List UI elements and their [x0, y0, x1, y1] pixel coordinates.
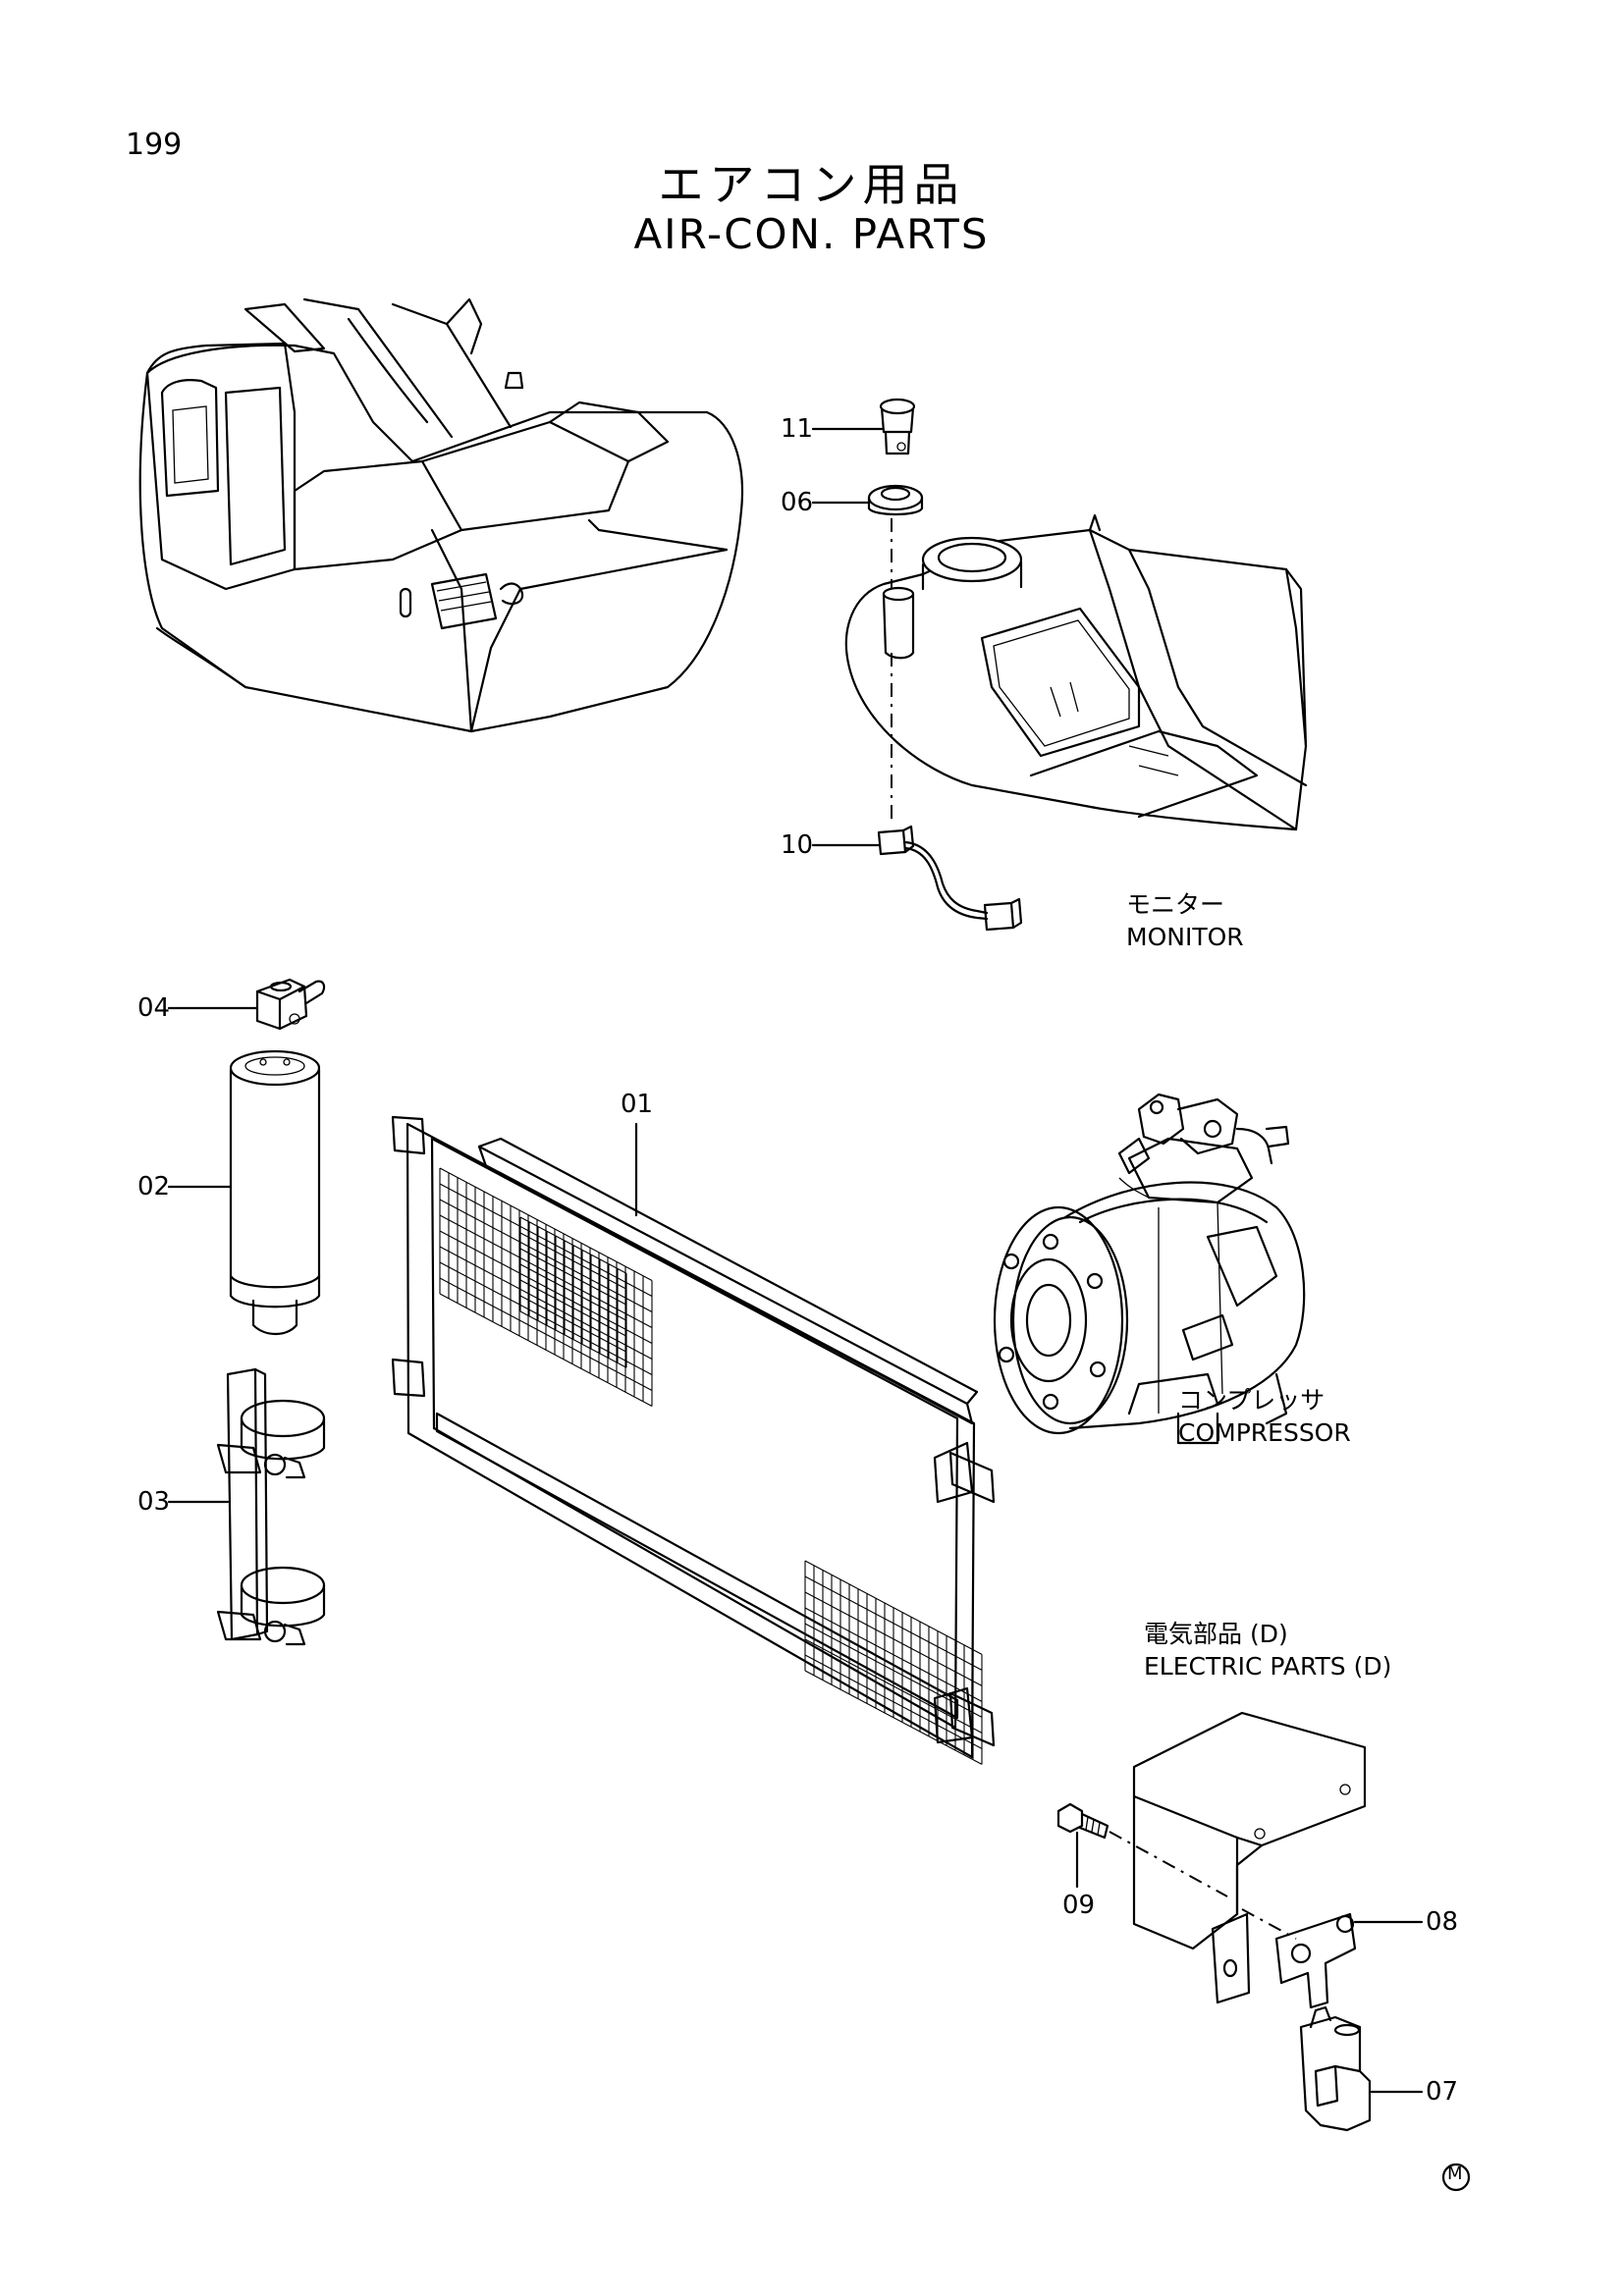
- callout-10: 10: [781, 830, 814, 860]
- electric-parts-label-japanese: 電気部品 (D): [1144, 1620, 1288, 1648]
- m-mark: M: [1447, 2163, 1463, 2184]
- monitor-label-english: MONITOR: [1126, 923, 1244, 951]
- condenser-mesh-bottom: [804, 1560, 983, 1765]
- excavator-illustration: [138, 297, 743, 733]
- monitor-illustration: [844, 398, 1308, 932]
- leader-lines: [167, 427, 1424, 2094]
- callout-06: 06: [781, 488, 814, 517]
- callout-03: 03: [137, 1487, 171, 1517]
- page-number: 199: [126, 128, 183, 162]
- m-mark-circle: [1441, 2163, 1471, 2192]
- electric-parts-label-english: ELECTRIC PARTS (D): [1144, 1652, 1392, 1681]
- compressor-label-english: COMPRESSOR: [1178, 1418, 1351, 1447]
- callout-04: 04: [137, 993, 171, 1023]
- callout-02: 02: [137, 1172, 171, 1201]
- receiver-drier-illustration: [216, 978, 326, 1646]
- compressor-illustration: [993, 1093, 1306, 1445]
- condenser-illustration: [391, 1115, 996, 1765]
- condenser-mesh-top: [439, 1167, 653, 1407]
- electric-parts-illustration: [1056, 1711, 1372, 2132]
- callout-01: 01: [621, 1090, 654, 1119]
- monitor-label-japanese: モニター: [1126, 890, 1225, 919]
- compressor-label-japanese: コンプレッサ: [1178, 1386, 1325, 1415]
- page-title-english: AIR-CON. PARTS: [633, 210, 990, 258]
- callout-07: 07: [1426, 2077, 1459, 2107]
- page-title-japanese: エアコン用品: [658, 158, 965, 211]
- callout-08: 08: [1426, 1907, 1459, 1937]
- callout-09: 09: [1062, 1891, 1096, 1920]
- callout-11: 11: [781, 414, 814, 444]
